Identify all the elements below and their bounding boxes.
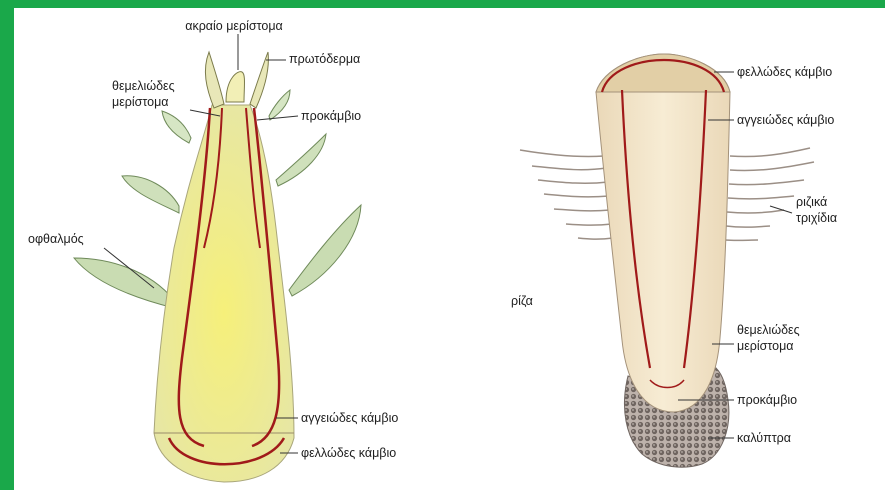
label-root-hairs-line2: τριχίδια	[796, 211, 837, 225]
leaf-left-lower	[74, 258, 174, 308]
label-root-procambium: προκάμβιο	[737, 393, 797, 407]
leaf-right-lower	[289, 205, 361, 296]
label-shoot-vascular-cambium: αγγειώδες κάμβιο	[301, 411, 398, 425]
root-hairs-left	[520, 150, 613, 239]
label-root-vascular-cambium: αγγειώδες κάμβιο	[737, 113, 834, 127]
label-root-ground-meristem-line2: μερίστομα	[737, 339, 794, 353]
label-root-cork-cambium: φελλώδες κάμβιο	[737, 65, 832, 79]
diagram-panel: ακραίο μερίστομα πρωτόδερμα θεμελιώδες μ…	[14, 8, 885, 490]
shoot-apex: ακραίο μερίστομα πρωτόδερμα θεμελιώδες μ…	[28, 19, 398, 482]
leaf-primordium-left	[205, 52, 224, 108]
leaf-left-mid	[122, 176, 179, 213]
label-root-title: ρίζα	[511, 294, 533, 308]
label-protoderm: πρωτόδερμα	[289, 52, 360, 66]
label-root-ground-meristem-line1: θεμελιώδες	[737, 323, 800, 337]
label-ground-meristem-line2: μερίστομα	[112, 95, 169, 109]
root-tip: φελλώδες κάμβιο αγγειώδες κάμβιο ριζικά …	[511, 54, 837, 467]
leader-procambium	[257, 116, 298, 120]
leaf-primordium-right	[250, 52, 268, 108]
apical-dome	[226, 72, 245, 102]
label-root-hairs-line1: ριζικά	[796, 195, 827, 209]
label-procambium: προκάμβιο	[301, 109, 361, 123]
leaf-left-upper	[162, 111, 191, 143]
root-body	[596, 54, 730, 412]
label-ground-meristem-line1: θεμελιώδες	[112, 79, 175, 93]
label-shoot-cork-cambium: φελλώδες κάμβιο	[301, 446, 396, 460]
label-root-cap: καλύπτρα	[737, 431, 791, 445]
label-apical-meristem: ακραίο μερίστομα	[185, 19, 283, 33]
label-bud: οφθαλμός	[28, 232, 84, 246]
leaf-right-mid	[276, 134, 326, 186]
meristem-diagram: ακραίο μερίστομα πρωτόδερμα θεμελιώδες μ…	[14, 8, 885, 490]
leaf-right-upper	[269, 90, 290, 120]
